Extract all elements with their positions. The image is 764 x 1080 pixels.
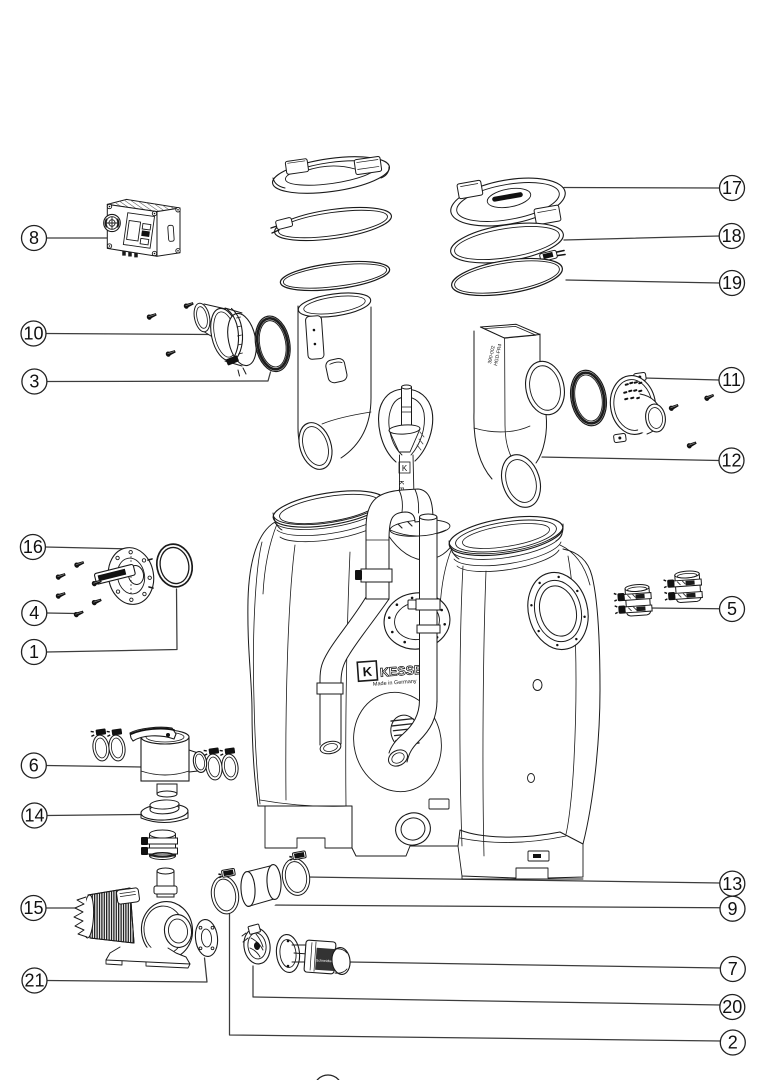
svg-text:21: 21 bbox=[24, 971, 44, 991]
svg-text:16: 16 bbox=[23, 537, 43, 557]
svg-text:8: 8 bbox=[29, 228, 39, 248]
svg-text:KESSEL: KESSEL bbox=[380, 662, 431, 679]
svg-text:Made in Germany: Made in Germany bbox=[373, 679, 417, 688]
svg-text:2: 2 bbox=[728, 1033, 738, 1053]
svg-text:12: 12 bbox=[721, 451, 741, 471]
svg-text:17: 17 bbox=[722, 178, 742, 198]
svg-text:7: 7 bbox=[728, 959, 738, 979]
svg-text:9: 9 bbox=[727, 899, 737, 919]
svg-text:390-002: 390-002 bbox=[487, 345, 497, 364]
svg-text:K: K bbox=[402, 464, 408, 473]
svg-text:20: 20 bbox=[722, 997, 742, 1017]
svg-text:11: 11 bbox=[722, 370, 741, 390]
svg-text:19: 19 bbox=[722, 273, 742, 293]
svg-text:4: 4 bbox=[29, 603, 39, 623]
svg-text:Schneidwerk: Schneidwerk bbox=[316, 958, 336, 963]
svg-text:6: 6 bbox=[29, 756, 39, 776]
svg-text:18: 18 bbox=[722, 226, 742, 246]
svg-text:13: 13 bbox=[722, 874, 742, 894]
svg-text:5: 5 bbox=[727, 599, 737, 619]
svg-text:1: 1 bbox=[29, 642, 39, 662]
svg-text:14: 14 bbox=[24, 806, 44, 826]
svg-text:K E: K E bbox=[397, 480, 404, 492]
svg-text:K: K bbox=[362, 664, 373, 680]
svg-text:3: 3 bbox=[29, 372, 39, 392]
svg-text:15: 15 bbox=[23, 898, 43, 918]
svg-text:10: 10 bbox=[23, 324, 43, 344]
svg-text:HGD-FR4: HGD-FR4 bbox=[493, 343, 504, 366]
